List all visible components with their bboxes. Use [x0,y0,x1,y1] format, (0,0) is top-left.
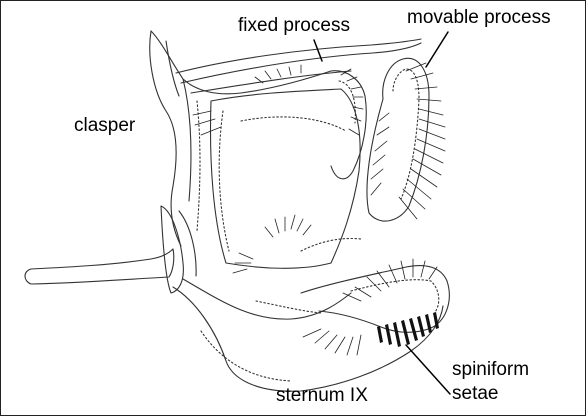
spiniform-setae-marks [377,312,439,347]
clasper-inner-plate [211,89,361,268]
spiniform-setae-label: spiniform setae [452,358,529,406]
spiniform-setae-leader [406,345,450,394]
spiniform-setae-label-line1: spiniform [452,358,529,382]
movable-process-label: movable process [407,7,551,29]
clasper-outline [150,31,181,246]
fixed-process-outline [176,39,421,73]
sternum-ix-outline [173,287,443,391]
clasper-label: clasper [74,115,135,137]
spiniform-setae-label-line2: setae [452,382,529,406]
apodeme-rod [25,249,174,284]
fixed-process-label: fixed process [238,15,350,37]
sternum-ix-label: sternum IX [276,385,368,407]
movable-process-leader [426,32,448,67]
